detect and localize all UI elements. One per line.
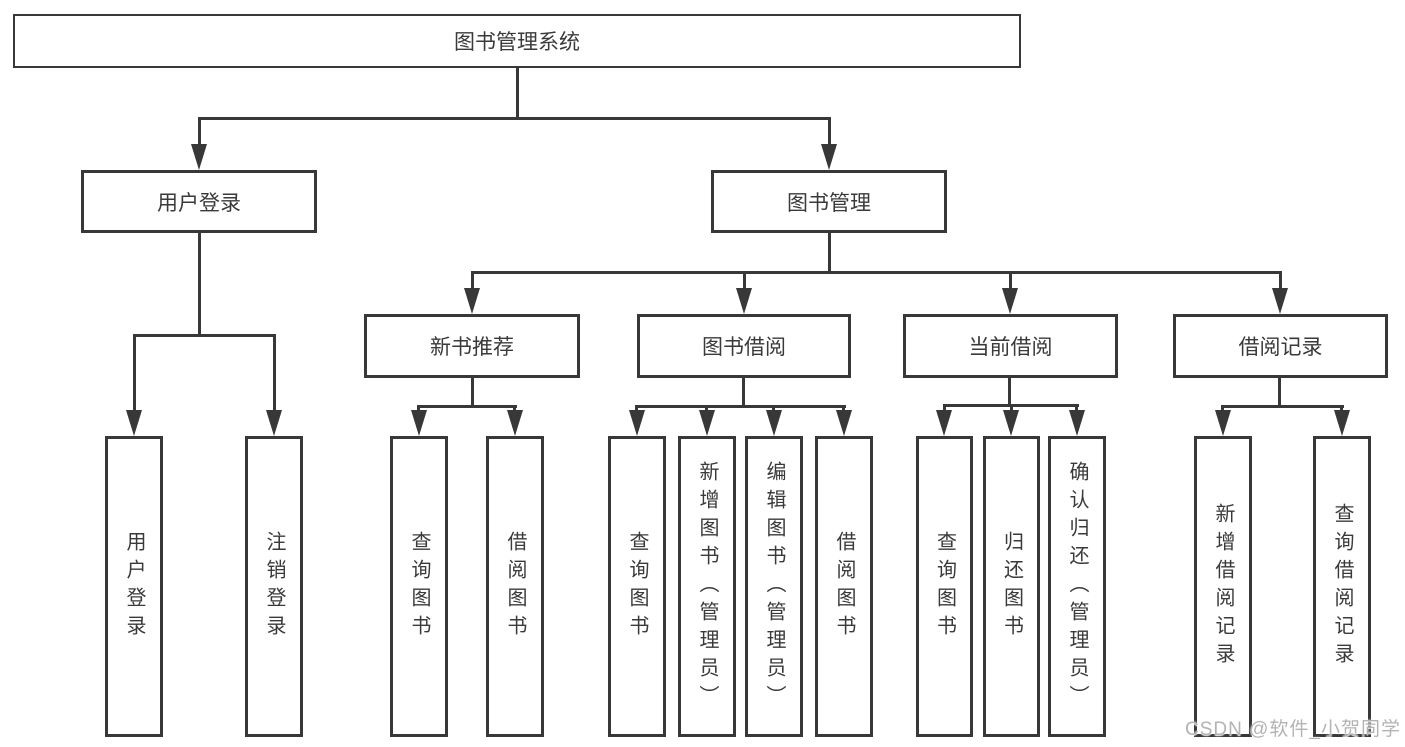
arrow-down-icon (507, 410, 523, 436)
arrow-down-icon (1002, 288, 1018, 314)
node-user-login-label: 用户登录 (157, 191, 241, 215)
edge-line (1278, 378, 1281, 408)
leaf-cb-return-label: 归还图书 (1000, 530, 1023, 643)
edge-line (516, 68, 519, 118)
leaf-nb-borrow: 借阅图书 (486, 436, 544, 737)
leaf-bb-borrow-label: 借阅图书 (833, 530, 855, 643)
leaf-nb-query: 查询图书 (390, 436, 448, 737)
edge-line (1008, 378, 1011, 407)
arrow-down-icon (699, 410, 715, 436)
leaf-cb-query: 查询图书 (916, 436, 973, 737)
edge-line (1340, 405, 1343, 414)
node-book-management: 图书管理 (711, 170, 947, 233)
edge-line (471, 271, 474, 292)
node-borrow-records-label: 借阅记录 (1238, 336, 1323, 359)
edge-line (635, 405, 638, 414)
edge-line (1279, 271, 1282, 292)
edge-line (273, 334, 276, 414)
arrow-down-icon (629, 410, 645, 436)
node-book-borrow: 图书借阅 (637, 314, 851, 378)
edge-line (828, 233, 831, 274)
leaf-br-query-label: 查询借阅记录 (1331, 502, 1353, 671)
node-book-management-label: 图书管理 (787, 191, 871, 215)
node-new-book-recommend-label: 新书推荐 (430, 336, 514, 359)
node-book-borrow-label: 图书借阅 (702, 336, 786, 359)
edge-line (198, 117, 831, 120)
leaf-bb-query: 查询图书 (608, 436, 666, 737)
edge-line (471, 271, 1282, 274)
leaf-nb-borrow-label: 借阅图书 (504, 530, 526, 643)
edge-line (133, 334, 136, 414)
leaf-bb-edit-label: 编辑图书（管理员） (763, 460, 785, 713)
arrow-down-icon (1272, 288, 1288, 314)
arrow-down-icon (766, 410, 782, 436)
leaf-logout: 注销登录 (245, 436, 303, 737)
edge-line (1221, 405, 1344, 408)
edge-line (743, 271, 746, 292)
arrow-down-icon (411, 410, 427, 436)
leaf-cb-confirm-label: 确认归还（管理员） (1066, 460, 1088, 713)
leaf-br-add: 新增借阅记录 (1194, 436, 1252, 737)
node-user-login: 用户登录 (81, 170, 317, 233)
edge-line (828, 117, 831, 149)
node-new-book-recommend: 新书推荐 (364, 314, 580, 378)
arrow-down-icon (126, 410, 142, 436)
csdn-watermark: CSDN @软件_小贺同学 (1185, 719, 1401, 740)
leaf-nb-query-label: 查询图书 (408, 530, 430, 643)
leaf-login: 用户登录 (105, 436, 163, 737)
edge-line (513, 405, 516, 414)
edge-line (842, 405, 845, 414)
leaf-login-label: 用户登录 (123, 530, 145, 643)
leaf-cb-return: 归还图书 (983, 436, 1040, 737)
edge-line (943, 404, 946, 414)
edge-line (635, 405, 846, 408)
node-current-borrow: 当前借阅 (903, 314, 1118, 378)
arrow-down-icon (464, 288, 480, 314)
arrow-down-icon (1069, 410, 1085, 436)
leaf-bb-edit: 编辑图书（管理员） (745, 436, 803, 737)
arrow-down-icon (266, 410, 282, 436)
arrow-down-icon (936, 410, 952, 436)
arrow-down-icon (191, 144, 207, 170)
edge-line (198, 233, 201, 337)
arrow-down-icon (1003, 410, 1019, 436)
leaf-logout-label: 注销登录 (263, 530, 285, 643)
node-root-label: 图书管理系统 (454, 31, 580, 54)
arrow-down-icon (736, 288, 752, 314)
node-root: 图书管理系统 (13, 14, 1021, 68)
edge-line (1009, 271, 1012, 292)
arrow-down-icon (836, 410, 852, 436)
arrow-down-icon (821, 144, 837, 170)
edge-line (705, 405, 708, 414)
leaf-br-add-label: 新增借阅记录 (1212, 502, 1234, 671)
edge-line (1221, 405, 1224, 414)
leaf-cb-query-label: 查询图书 (933, 530, 956, 643)
leaf-bb-query-label: 查询图书 (626, 530, 648, 643)
edge-line (417, 405, 420, 414)
edge-line (1075, 404, 1078, 414)
leaf-br-query: 查询借阅记录 (1313, 436, 1371, 737)
arrow-down-icon (1215, 410, 1231, 436)
edge-line (742, 378, 745, 408)
leaf-cb-confirm: 确认归还（管理员） (1048, 436, 1106, 737)
leaf-bb-add-label: 新增图书（管理员） (696, 460, 718, 713)
arrow-down-icon (1334, 410, 1350, 436)
edge-line (198, 117, 201, 149)
edge-line (1010, 404, 1013, 414)
edge-line (133, 334, 276, 337)
leaf-bb-add: 新增图书（管理员） (678, 436, 736, 737)
node-borrow-records: 借阅记录 (1173, 314, 1388, 378)
edge-line (772, 405, 775, 414)
edge-line (471, 378, 474, 408)
node-current-borrow-label: 当前借阅 (968, 336, 1053, 359)
leaf-bb-borrow: 借阅图书 (815, 436, 873, 737)
edge-line (417, 405, 517, 408)
